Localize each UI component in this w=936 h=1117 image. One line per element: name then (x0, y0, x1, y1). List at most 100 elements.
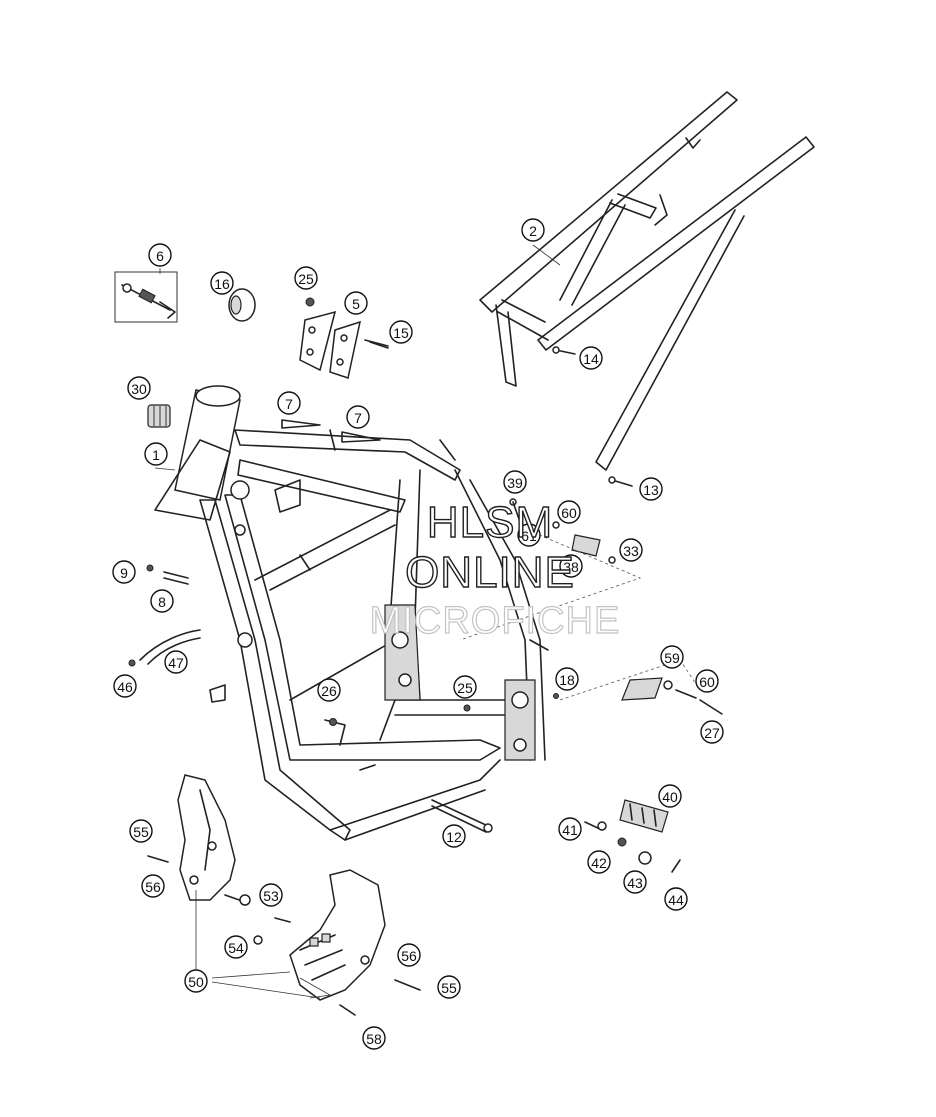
callout-41: 41 (558, 817, 582, 841)
callout-40: 40 (658, 784, 682, 808)
svg-text:9: 9 (120, 565, 128, 581)
svg-text:16: 16 (214, 276, 230, 292)
callout-54: 54 (224, 935, 248, 959)
callout-50: 50 (184, 969, 208, 993)
svg-text:59: 59 (664, 650, 680, 666)
callout-18: 18 (555, 667, 579, 691)
svg-text:47: 47 (168, 655, 184, 671)
svg-text:44: 44 (668, 892, 684, 908)
callout-58: 58 (362, 1026, 386, 1050)
leader-lines (154, 244, 561, 999)
callout-55: 55 (437, 975, 461, 999)
callout-60: 60 (695, 669, 719, 693)
svg-text:42: 42 (591, 855, 607, 871)
callout-8: 8 (150, 589, 174, 613)
svg-text:26: 26 (321, 683, 337, 699)
callout-7: 7 (277, 391, 301, 415)
svg-text:27: 27 (704, 725, 720, 741)
svg-text:12: 12 (446, 829, 462, 845)
svg-text:8: 8 (158, 594, 166, 610)
callout-9: 9 (112, 560, 136, 584)
svg-text:5: 5 (352, 296, 360, 312)
callout-38: 38 (559, 554, 583, 578)
callout-59: 59 (660, 645, 684, 669)
steering-lock-kit (114, 271, 178, 323)
frame-protector-left (147, 774, 251, 906)
svg-text:1: 1 (152, 447, 160, 463)
breather-hose (128, 629, 201, 667)
callout-25: 25 (453, 675, 477, 699)
svg-text:15: 15 (393, 325, 409, 341)
callout-2: 2 (521, 218, 545, 242)
svg-text:6: 6 (156, 248, 164, 264)
engine-brackets (299, 297, 389, 379)
callout-44: 44 (664, 887, 688, 911)
svg-text:58: 58 (366, 1031, 382, 1047)
chain-guide-mount (553, 659, 723, 715)
svg-text:14: 14 (583, 351, 599, 367)
frame-cap (228, 288, 256, 322)
callout-46: 46 (113, 674, 137, 698)
svg-text:43: 43 (627, 875, 643, 891)
svg-text:13: 13 (643, 482, 659, 498)
bolt-nut-9-8 (146, 564, 189, 585)
callout-26: 26 (317, 678, 341, 702)
callout-47: 47 (164, 650, 188, 674)
svg-text:56: 56 (145, 879, 161, 895)
svg-text:40: 40 (662, 789, 678, 805)
callout-30: 30 (127, 376, 151, 400)
callout-7: 7 (346, 405, 370, 429)
callout-56: 56 (397, 943, 421, 967)
steering-bearing (147, 404, 171, 428)
svg-text:56: 56 (401, 948, 417, 964)
heat-shields (281, 419, 381, 443)
callout-27: 27 (700, 720, 724, 744)
svg-text:60: 60 (561, 505, 577, 521)
frame-protector-right (253, 869, 421, 1016)
callout-61: 61 (517, 523, 541, 547)
svg-text:2: 2 (529, 223, 537, 239)
svg-text:46: 46 (117, 679, 133, 695)
callout-6: 6 (148, 243, 172, 267)
svg-text:55: 55 (133, 824, 149, 840)
callout-60: 60 (557, 500, 581, 524)
callout-25: 25 (294, 266, 318, 290)
svg-text:55: 55 (441, 980, 457, 996)
callout-39: 39 (503, 470, 527, 494)
callout-13: 13 (639, 477, 663, 501)
svg-text:7: 7 (354, 410, 362, 426)
svg-text:54: 54 (228, 940, 244, 956)
callout-42: 42 (587, 850, 611, 874)
svg-text:38: 38 (563, 559, 579, 575)
swingarm-axle (431, 799, 493, 833)
svg-text:7: 7 (285, 396, 293, 412)
callout-12: 12 (442, 824, 466, 848)
callout-16: 16 (210, 271, 234, 295)
callout-1: 1 (144, 442, 168, 466)
svg-text:25: 25 (457, 680, 473, 696)
svg-text:33: 33 (623, 543, 639, 559)
callout-14: 14 (579, 346, 603, 370)
svg-text:41: 41 (562, 822, 578, 838)
footrest-assembly (584, 799, 681, 873)
svg-text:30: 30 (131, 381, 147, 397)
bolts-13-14-15 (369, 341, 633, 487)
callout-15: 15 (389, 320, 413, 344)
callout-53: 53 (259, 883, 283, 907)
svg-text:60: 60 (699, 674, 715, 690)
callout-5: 5 (344, 291, 368, 315)
callout-55: 55 (129, 819, 153, 843)
svg-text:53: 53 (263, 888, 279, 904)
main-frame (154, 385, 549, 841)
nuts-25-26 (329, 704, 471, 726)
rear-subframe (479, 91, 815, 471)
callout-56: 56 (141, 874, 165, 898)
svg-text:18: 18 (559, 672, 575, 688)
callout-33: 33 (619, 538, 643, 562)
callout-43: 43 (623, 870, 647, 894)
svg-text:61: 61 (521, 528, 537, 544)
svg-text:39: 39 (507, 475, 523, 491)
svg-text:25: 25 (298, 271, 314, 287)
svg-text:50: 50 (188, 974, 204, 990)
